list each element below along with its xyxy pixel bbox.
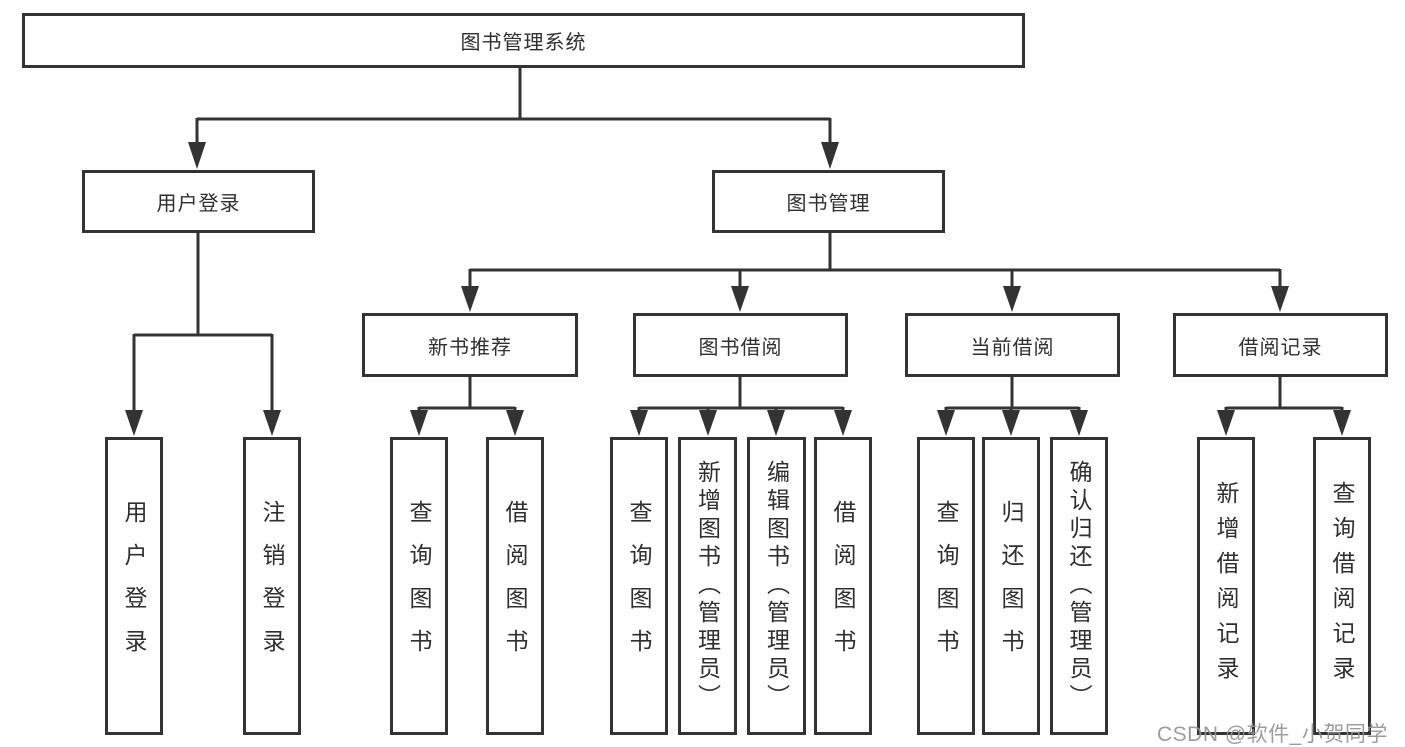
leaf-borrow-books: 借阅图书: [814, 437, 872, 735]
connector-current-borrow-group: [937, 377, 1088, 436]
node-book-mgmt-branch: 图书管理: [712, 170, 945, 233]
node-borrow-record: 借阅记录: [1173, 313, 1388, 377]
connector-user-login-group: [125, 233, 281, 436]
node-new-book-recommend: 新书推荐: [362, 313, 578, 377]
leaf-borrow-books-recommend: 借阅图书: [486, 437, 544, 735]
leaf-user-login: 用户登录: [105, 437, 163, 735]
leaf-query-books-current: 查询图书: [917, 437, 975, 735]
leaf-query-books-recommend: 查询图书: [390, 437, 448, 735]
node-root-system: 图书管理系统: [22, 13, 1025, 68]
connector-book-borrow-group: [630, 377, 852, 436]
node-book-borrow: 图书借阅: [633, 313, 848, 377]
leaf-add-books-admin: 新增图书（管理员）: [678, 437, 737, 735]
leaf-query-borrow-record: 查询借阅记录: [1313, 437, 1371, 735]
node-user-login-branch: 用户登录: [82, 170, 315, 233]
leaf-logout: 注销登录: [243, 437, 301, 735]
leaf-add-borrow-record: 新增借阅记录: [1197, 437, 1255, 735]
connector-book-mgmt-to-level3: [461, 233, 1289, 312]
leaf-edit-books-admin: 编辑图书（管理员）: [747, 437, 806, 735]
connector-root-to-level2: [188, 68, 839, 169]
connector-borrow-record-group: [1217, 377, 1351, 436]
leaf-return-books: 归还图书: [982, 437, 1040, 735]
node-current-borrow: 当前借阅: [905, 313, 1120, 377]
leaf-confirm-return-admin: 确认归还（管理员）: [1050, 437, 1108, 735]
connector-new-book-group: [410, 377, 524, 436]
csdn-watermark: CSDN @软件_小贺同学: [1157, 723, 1388, 746]
leaf-query-books-borrow: 查询图书: [610, 437, 668, 735]
